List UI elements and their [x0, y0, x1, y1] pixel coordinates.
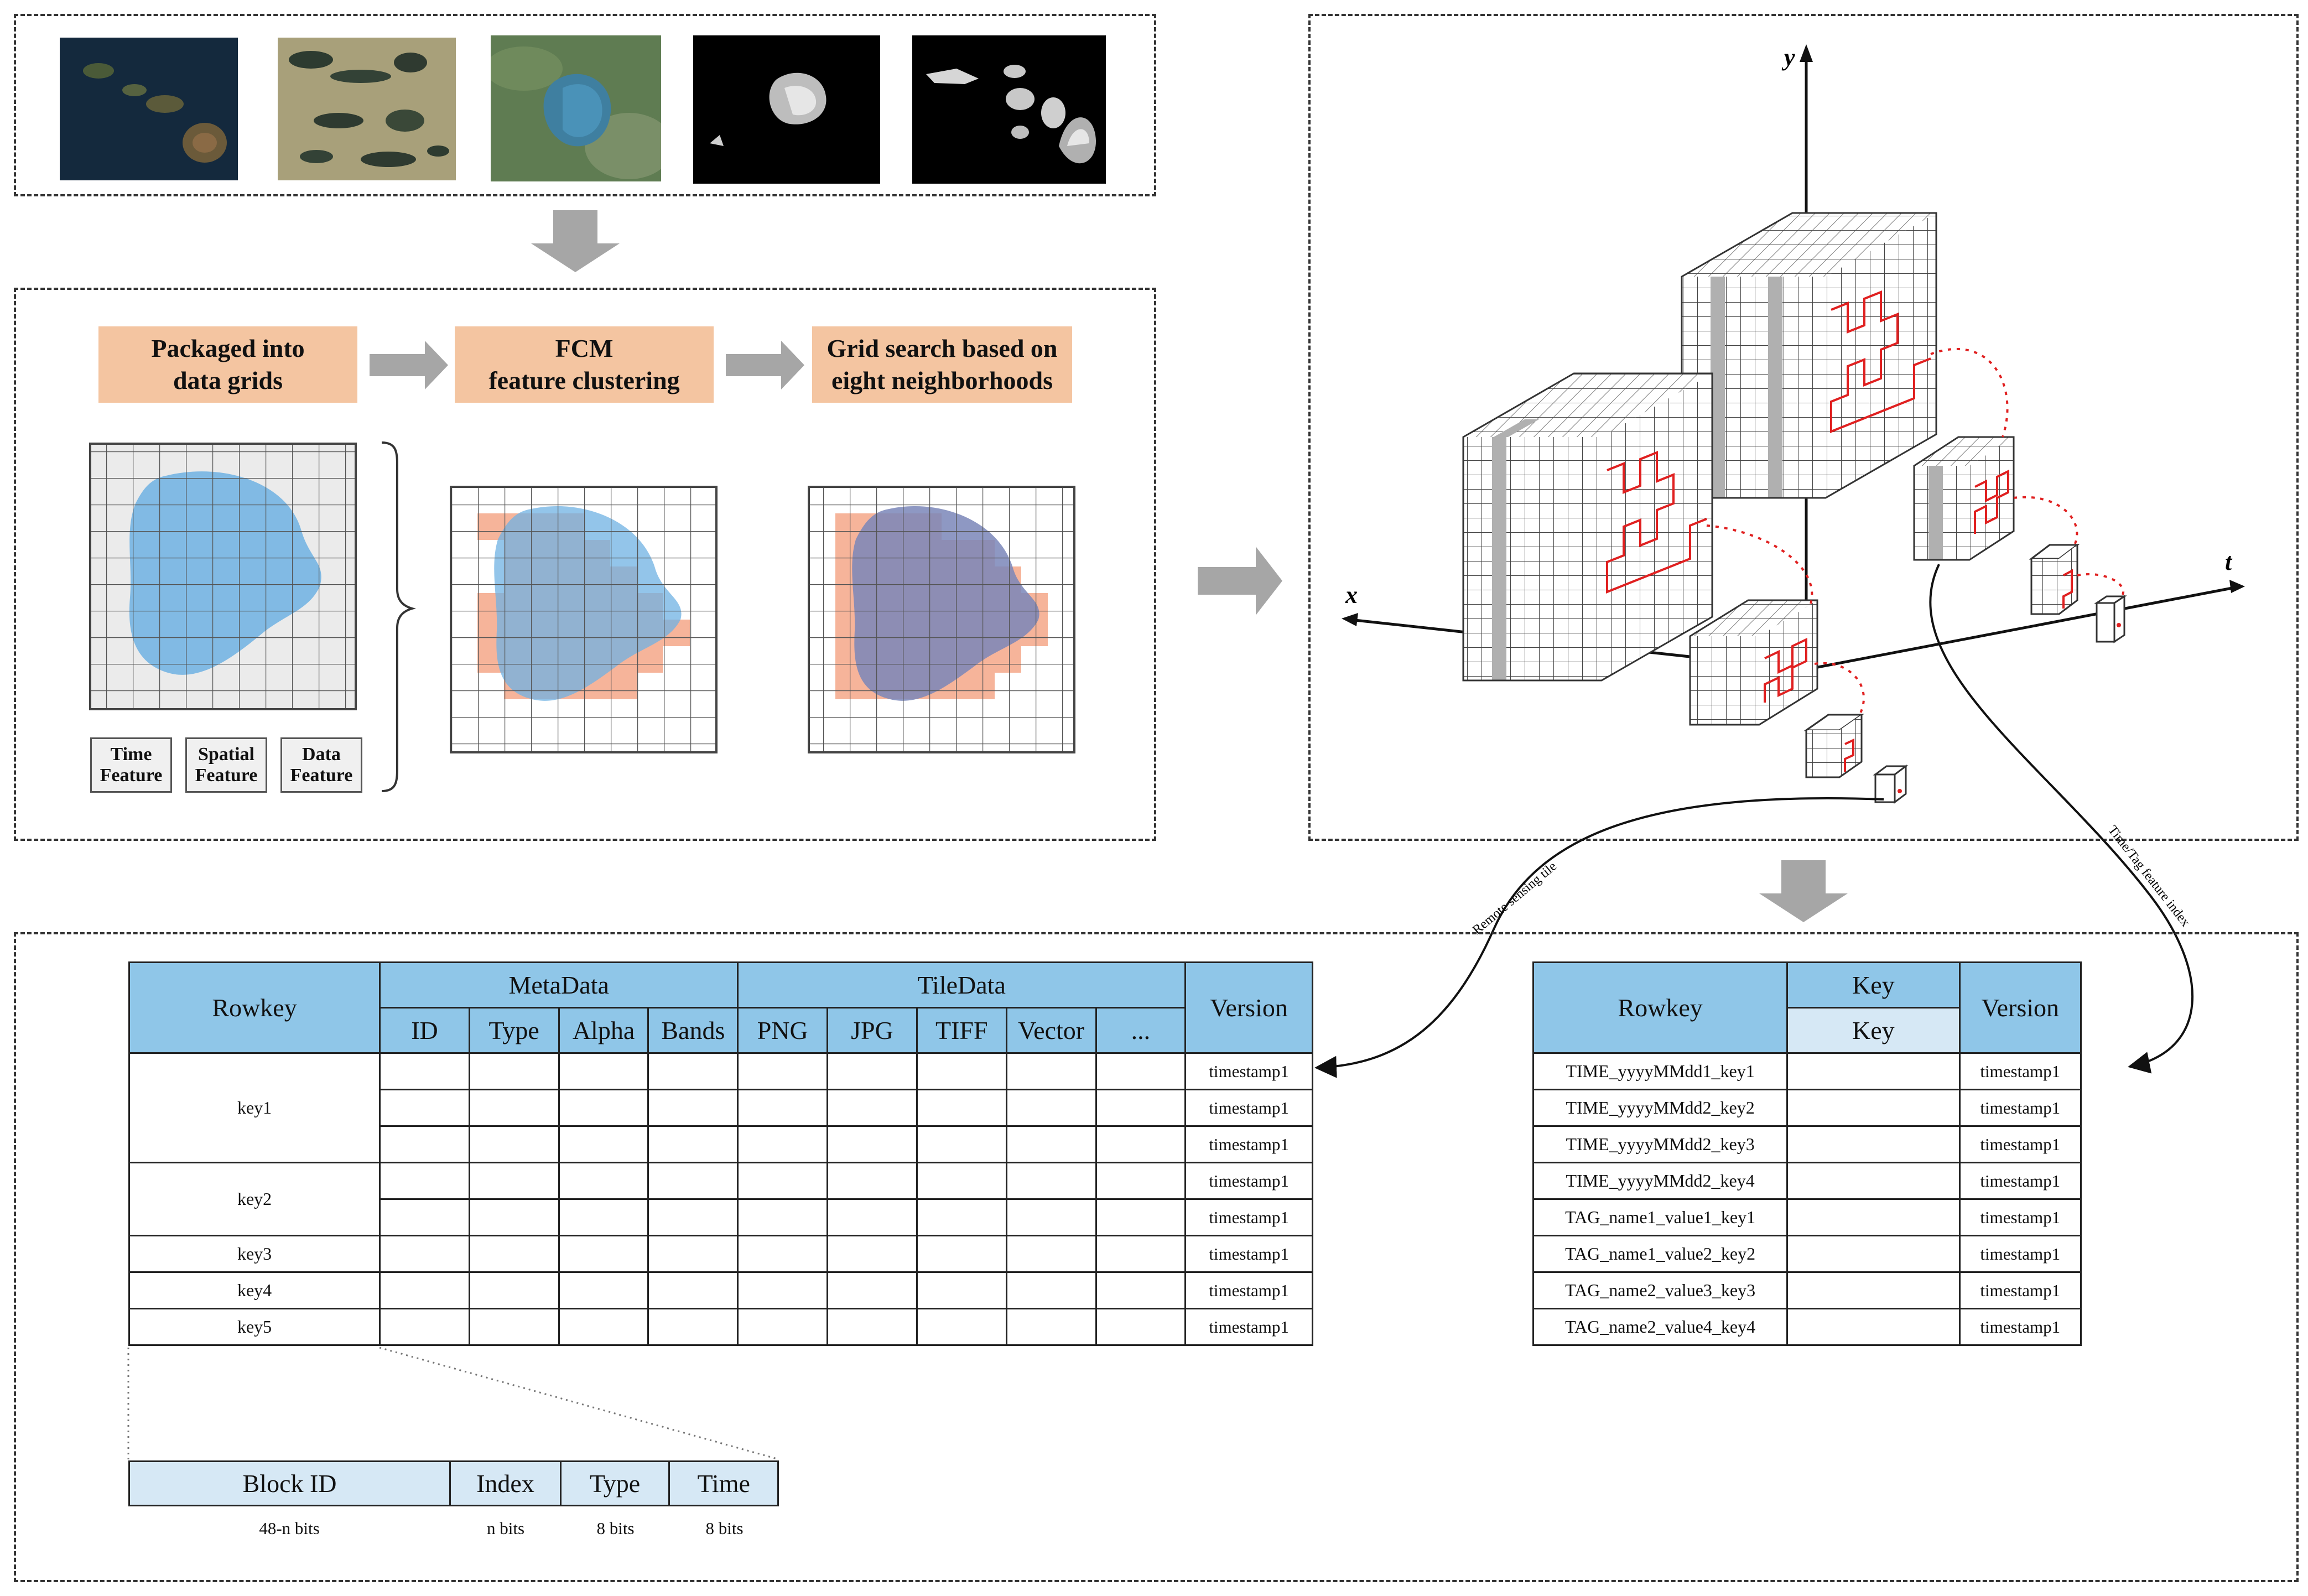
index-row-7: TAG_name2_value3_key3 — [1532, 1271, 1789, 1309]
satellite-thumb-lake — [491, 35, 661, 181]
index-timestamp-1: timestamp1 — [1958, 1052, 2082, 1090]
islands-image — [60, 38, 238, 180]
main-timestamp-6: timestamp1 — [1184, 1235, 1313, 1273]
main-timestamp-7: timestamp1 — [1184, 1271, 1313, 1309]
bits-block-id: Block ID — [128, 1460, 451, 1506]
hbase-index-table: Rowkey Key Version Key TIME_yyyyMMdd1_ke… — [1532, 961, 2082, 1346]
index-timestamp-8: timestamp1 — [1958, 1308, 2082, 1346]
index-timestamp-5: timestamp1 — [1958, 1198, 2082, 1236]
right-arrow-main — [1198, 547, 1282, 615]
link-remote-sensing-label: Remote sensing tile — [1470, 859, 1560, 938]
lakes-desert-image — [278, 38, 456, 180]
lake-image — [491, 35, 661, 181]
index-version-header: Version — [1958, 961, 2082, 1054]
col-png: PNG — [737, 1007, 829, 1054]
feature-data: Data Feature — [280, 737, 362, 793]
feature-time: Time Feature — [90, 737, 172, 793]
index-key-subheader: Key — [1786, 1007, 1961, 1054]
mask-thumb-islands — [912, 35, 1106, 184]
cube-panel — [1308, 14, 2299, 841]
index-rowkey-header: Rowkey — [1532, 961, 1789, 1054]
hbase-tile-table: Rowkey MetaData TileData Version ID Type… — [128, 961, 1313, 1346]
index-row-6: TAG_name1_value2_key2 — [1532, 1235, 1789, 1273]
down-arrow-1 — [531, 210, 620, 272]
stage-fcm-clustering: FCM feature clustering — [455, 326, 714, 403]
main-rowkey-header: Rowkey — [128, 961, 381, 1054]
col-bands: Bands — [647, 1007, 739, 1054]
feature-spatial: Spatial Feature — [185, 737, 267, 793]
main-timestamp-1: timestamp1 — [1184, 1052, 1313, 1090]
rowkey-bit-layout: Block ID Index Type Time — [128, 1460, 779, 1506]
index-row-8: TAG_name2_value4_key4 — [1532, 1308, 1789, 1346]
col-more: ... — [1095, 1007, 1187, 1054]
bits-time: Time — [668, 1460, 779, 1506]
index-row-1: TIME_yyyyMMdd1_key1 — [1532, 1052, 1789, 1090]
col-type: Type — [468, 1007, 560, 1054]
satellite-thumb-islands — [60, 38, 238, 180]
col-jpg: JPG — [826, 1007, 918, 1054]
index-row-3: TIME_yyyyMMdd2_key3 — [1532, 1125, 1789, 1163]
processing-panel — [14, 288, 1156, 841]
index-timestamp-2: timestamp1 — [1958, 1089, 2082, 1127]
col-id: ID — [379, 1007, 470, 1054]
imagery-panel — [14, 14, 1156, 196]
down-arrow-2 — [1759, 860, 1848, 922]
index-timestamp-6: timestamp1 — [1958, 1235, 2082, 1273]
main-timestamp-5: timestamp1 — [1184, 1198, 1313, 1236]
index-timestamp-7: timestamp1 — [1958, 1271, 2082, 1309]
stage-package-grids: Packaged into data grids — [98, 326, 357, 403]
main-timestamp-4: timestamp1 — [1184, 1162, 1313, 1200]
main-timestamp-3: timestamp1 — [1184, 1125, 1313, 1163]
index-key-header: Key — [1786, 961, 1961, 1008]
row-key1: key1 — [128, 1052, 381, 1163]
main-timestamp-8: timestamp1 — [1184, 1308, 1313, 1346]
index-timestamp-4: timestamp1 — [1958, 1162, 2082, 1200]
main-timestamp-2: timestamp1 — [1184, 1089, 1313, 1127]
row-key4: key4 — [128, 1271, 381, 1309]
row-key5: key5 — [128, 1308, 381, 1346]
satellite-thumb-lakes-desert — [278, 38, 456, 180]
tiledata-group-header: TileData — [737, 961, 1187, 1008]
stage-grid-search: Grid search based on eight neighborhoods — [812, 326, 1072, 403]
bits-size-index: n bits — [486, 1519, 525, 1538]
bits-size-block-id: 48-n bits — [259, 1519, 320, 1538]
row-key2: key2 — [128, 1162, 381, 1236]
col-alpha: Alpha — [558, 1007, 649, 1054]
index-row-5: TAG_name1_value1_key1 — [1532, 1198, 1789, 1236]
col-vector: Vector — [1005, 1007, 1097, 1054]
mask-islands-image — [912, 35, 1106, 184]
col-tiff: TIFF — [916, 1007, 1007, 1054]
bits-size-type: 8 bits — [596, 1519, 635, 1538]
storage-panel — [14, 932, 2299, 1582]
main-version-header: Version — [1184, 961, 1313, 1054]
index-row-4: TIME_yyyyMMdd2_key4 — [1532, 1162, 1789, 1200]
bits-index: Index — [449, 1460, 562, 1506]
bits-type: Type — [559, 1460, 670, 1506]
mask-thumb-single — [693, 35, 880, 184]
metadata-group-header: MetaData — [379, 961, 739, 1008]
index-row-2: TIME_yyyyMMdd2_key2 — [1532, 1089, 1789, 1127]
row-key3: key3 — [128, 1235, 381, 1273]
bits-size-time: 8 bits — [705, 1519, 744, 1538]
mask-single-image — [693, 35, 880, 184]
index-timestamp-3: timestamp1 — [1958, 1125, 2082, 1163]
